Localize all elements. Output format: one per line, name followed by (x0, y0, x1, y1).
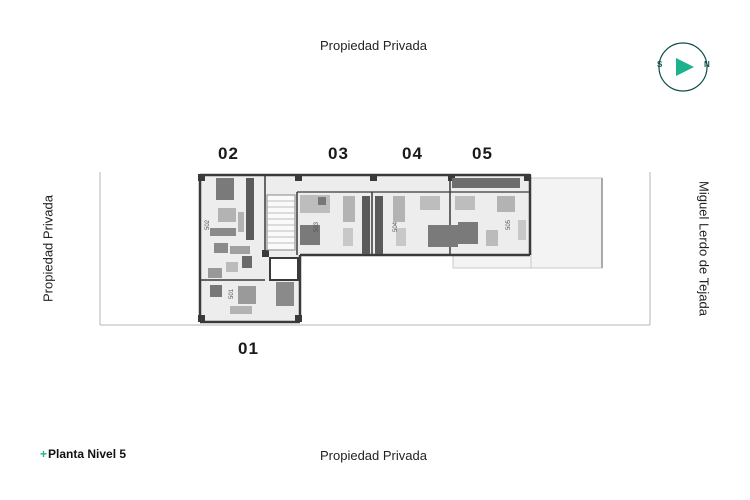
compass-south-letter: S (657, 60, 663, 69)
compass-north-letter: N (704, 60, 710, 69)
plan-title: +Planta Nivel 5 (40, 447, 126, 461)
room-tag-501: 501 (229, 288, 236, 300)
room-tag-502: 502 (205, 219, 212, 231)
compass: S N (657, 41, 710, 93)
plan-title-prefix: + (40, 447, 48, 461)
unit-number-05: 05 (472, 144, 493, 163)
room-tag-504: 504 (393, 221, 400, 233)
unit-number-01: 01 (238, 339, 259, 358)
core (266, 194, 299, 281)
room-tag-505: 505 (506, 219, 513, 231)
elevator (269, 257, 299, 281)
unit-number-02: 02 (218, 144, 239, 163)
furniture (208, 178, 526, 314)
room-tag-503: 503 (314, 221, 321, 233)
label-bottom-property: Propiedad Privada (320, 448, 427, 463)
walls (198, 173, 532, 324)
columns (198, 174, 531, 322)
unit-number-03: 03 (328, 144, 349, 163)
lot-boundary (99, 172, 651, 326)
plan-title-text: Planta Nivel 5 (48, 447, 127, 461)
label-top-property: Propiedad Privada (320, 38, 427, 53)
unit-number-04: 04 (402, 144, 423, 163)
compass-icon (658, 42, 708, 92)
stairs (267, 200, 295, 244)
